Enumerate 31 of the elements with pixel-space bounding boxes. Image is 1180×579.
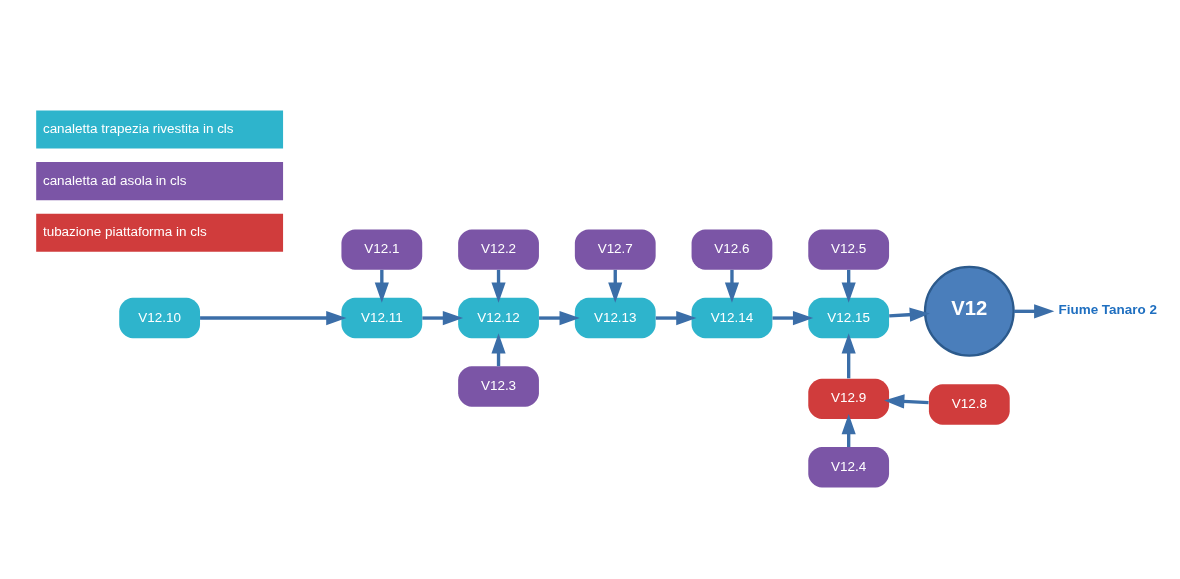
node-box: V12.9 xyxy=(808,378,890,419)
node-box: V12.1 xyxy=(341,228,423,270)
legend-label: canaletta trapezia rivestita in cls xyxy=(42,120,234,136)
node-box: V12.8 xyxy=(928,383,1010,425)
node-text: Fiume Tanaro 2 xyxy=(1058,301,1157,317)
arrow xyxy=(772,310,814,325)
node-box: V12.15 xyxy=(808,297,890,338)
arrow xyxy=(539,310,580,325)
node-box: V12.7 xyxy=(574,228,656,270)
arrow xyxy=(374,269,389,303)
node-box: V12.2 xyxy=(458,228,539,270)
node-box: V12.5 xyxy=(808,228,890,270)
node-box: V12.13 xyxy=(574,297,656,338)
arrow xyxy=(889,307,930,322)
node-box: V12.4 xyxy=(808,446,890,487)
node-box: V12.14 xyxy=(691,297,773,338)
arrow xyxy=(1013,303,1055,318)
node-circle: V12 xyxy=(923,265,1015,357)
arrow xyxy=(655,310,697,325)
node-box: V12.6 xyxy=(691,228,773,270)
node-box: V12.12 xyxy=(458,297,539,338)
arrow xyxy=(841,332,856,378)
node-box: V12.11 xyxy=(341,297,423,338)
arrow xyxy=(724,269,740,303)
node-box: V12.10 xyxy=(119,297,201,338)
legend-label: canaletta ad asola in cls xyxy=(42,172,187,188)
node-box: V12.3 xyxy=(458,365,539,407)
arrow xyxy=(200,310,347,325)
legend-label: tubazione piattaforma in cls xyxy=(42,223,207,239)
arrow xyxy=(884,393,929,409)
arrow xyxy=(422,310,464,325)
